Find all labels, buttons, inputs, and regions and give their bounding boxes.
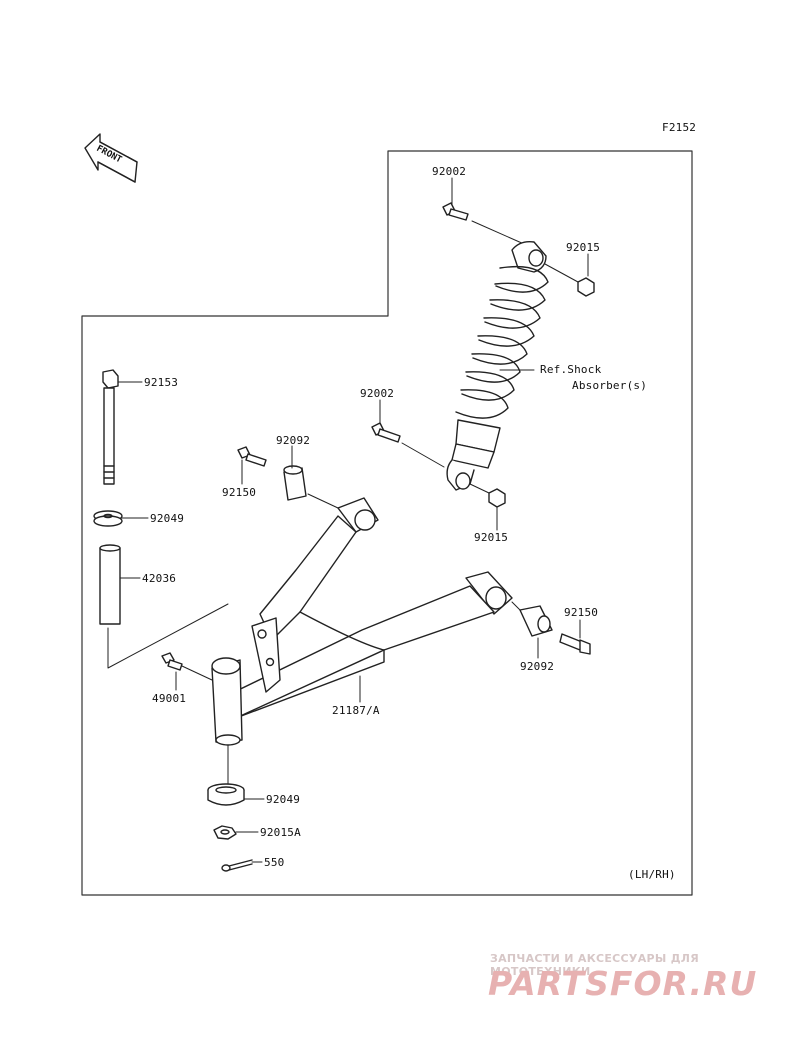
sleeve-shape <box>99 544 121 625</box>
left-bolt-shape <box>237 446 267 467</box>
grease-fitting-shape <box>161 652 183 671</box>
part-label-long-bolt: 92153 <box>144 376 179 389</box>
part-label-left-collar: 92092 <box>276 434 311 447</box>
bottom-washer-shape <box>207 783 245 806</box>
shock-ref-line2: Absorber(s) <box>572 379 648 392</box>
part-label-upper-nut: 92015 <box>566 241 601 254</box>
diagram-border <box>81 150 693 896</box>
front-arrow-icon <box>84 133 138 183</box>
leader-lines <box>117 177 589 863</box>
part-label-a-arm: 21187/A <box>332 704 380 717</box>
lower-nut-shape <box>488 488 506 508</box>
shock-body <box>446 419 501 491</box>
part-label-sleeve: 42036 <box>142 572 177 585</box>
part-label-cotter-pin: 550 <box>264 856 285 869</box>
part-label-right-bolt: 92150 <box>564 606 599 619</box>
lower-shock-bolt-shape <box>371 422 401 443</box>
cotter-pin-shape <box>221 859 253 872</box>
shock-ref-line1: Ref.Shock <box>540 363 602 376</box>
part-label-lower-nut: 92015 <box>474 531 509 544</box>
right-bolt-shape <box>559 633 591 655</box>
part-label-lower-shock-bolt: 92002 <box>360 387 395 400</box>
a-arm-shape <box>211 497 513 746</box>
diagram-code: F2152 <box>662 121 697 134</box>
part-label-grease-fitting: 49001 <box>152 692 187 705</box>
watermark-logo: PARTSFOR.RU <box>488 964 758 1003</box>
shock-spring <box>455 265 549 419</box>
shock-top-eye <box>511 240 547 273</box>
left-collar-shape <box>283 465 307 501</box>
part-label-upper-shock-bolt: 92002 <box>432 165 467 178</box>
long-bolt-shape <box>102 369 119 485</box>
part-label-bottom-washer: 92049 <box>266 793 301 806</box>
upper-shock-bolt-shape <box>442 202 469 221</box>
variant-note: (LH/RH) <box>628 868 676 881</box>
castle-nut-shape <box>213 825 237 840</box>
part-label-castle-nut: 92015A <box>260 826 301 839</box>
part-label-right-collar: 92092 <box>520 660 555 673</box>
part-label-left-bolt: 92150 <box>222 486 257 499</box>
top-washer-shape <box>93 510 123 527</box>
part-label-top-washer: 92049 <box>150 512 185 525</box>
watermark-tagline: ЗАПЧАСТИ И АКСЕССУАРЫ ДЛЯ МОТОТЕХНИКИ <box>490 952 700 978</box>
upper-nut-shape <box>577 277 595 297</box>
right-collar-shape <box>519 605 553 637</box>
